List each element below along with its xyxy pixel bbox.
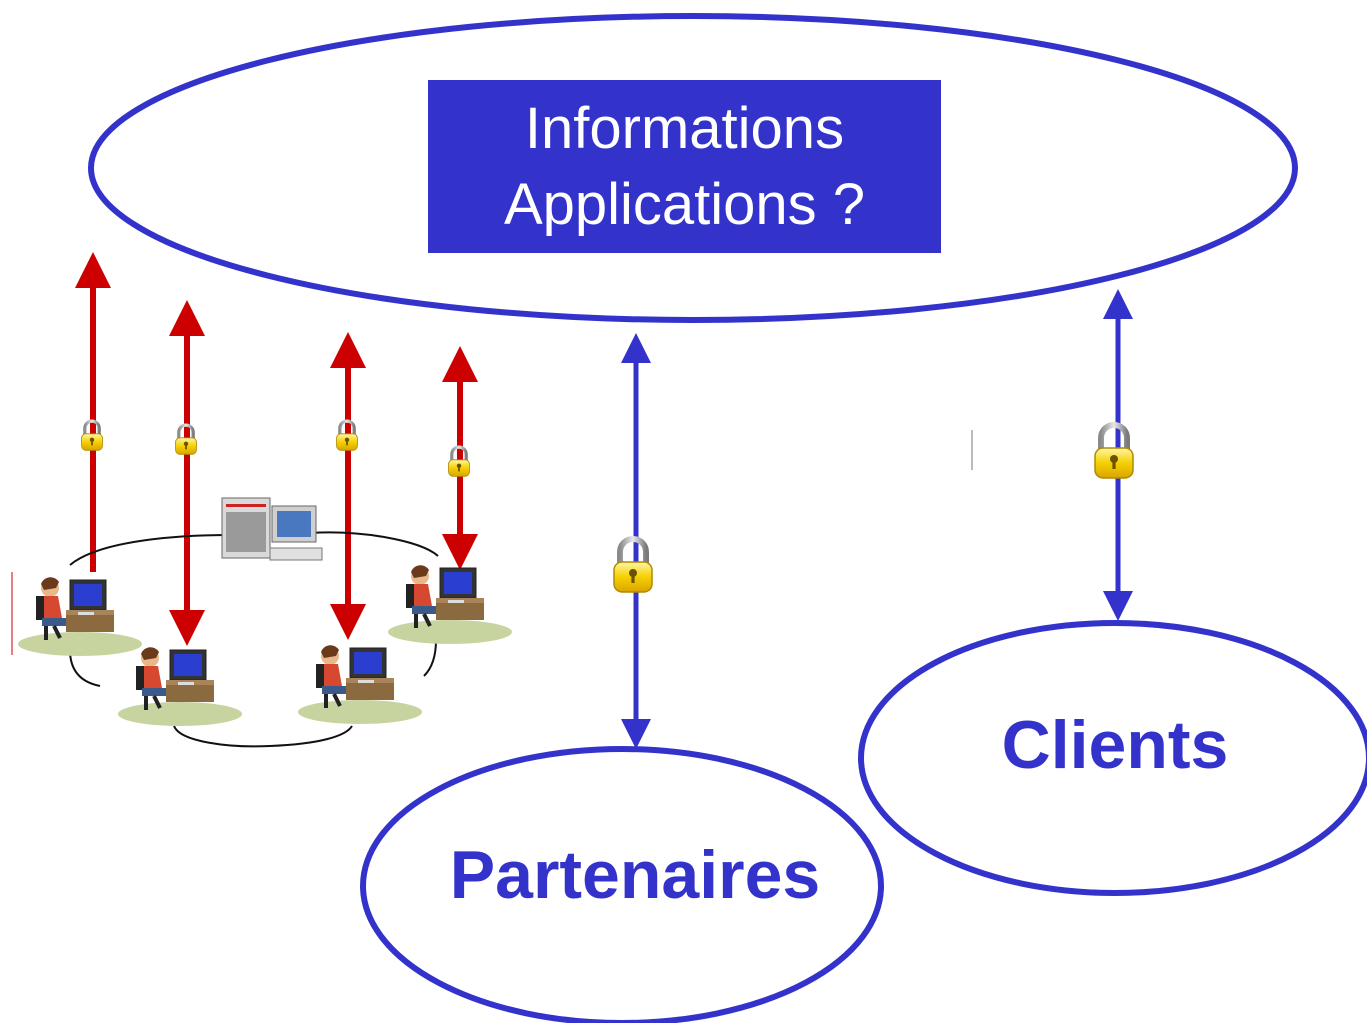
- clients-ellipse: [858, 620, 1367, 896]
- central-line-1: Informations: [524, 95, 845, 161]
- workstation-icon-3: [296, 643, 424, 726]
- padlock-icon: [614, 539, 652, 592]
- network-ring: [69, 531, 439, 748]
- workstation-icon-2: [116, 645, 244, 728]
- partenaires-ellipse: [360, 746, 884, 1023]
- workstation-icon-1: [16, 575, 144, 658]
- central-line-2: Applications ?: [503, 171, 866, 237]
- server-icon: [221, 497, 323, 561]
- workstation-icon-4: [386, 563, 514, 646]
- partenaires-label: Partenaires: [449, 837, 821, 913]
- central-title-box: Informations Applications ?: [428, 80, 941, 253]
- central-ellipse: [88, 13, 1298, 323]
- padlock-icon: [1095, 425, 1133, 478]
- clients-label: Clients: [1001, 707, 1229, 783]
